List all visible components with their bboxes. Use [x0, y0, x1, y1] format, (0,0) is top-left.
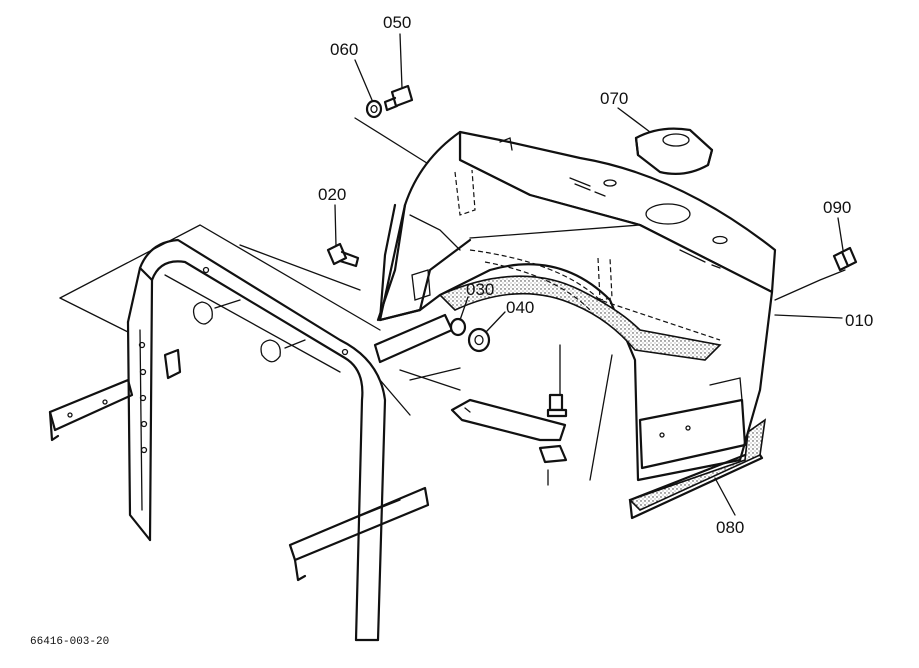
fender-cover [376, 130, 777, 482]
callout-080: 080 [716, 518, 744, 537]
part-090-plug [832, 246, 858, 272]
callout-030: 030 [466, 280, 494, 299]
callout-090: 090 [823, 198, 851, 217]
part-080-strip [628, 418, 767, 520]
callout-040: 040 [506, 298, 534, 317]
part-050-bolt [383, 84, 414, 112]
callout-070: 070 [600, 89, 628, 108]
projection-lines [59, 117, 461, 416]
callout-050: 050 [383, 13, 411, 32]
callout-labels: 050 060 070 020 090 030 040 010 080 6641… [30, 13, 873, 648]
part-040-grommet [467, 327, 491, 353]
drawing-code: 66416-003-20 [30, 636, 109, 648]
callout-010: 010 [845, 311, 873, 330]
foam-seal-strip [438, 169, 722, 361]
leader-lines [334, 33, 846, 516]
part-030-collar [449, 317, 467, 337]
part-070-pad [634, 127, 714, 175]
stay-bracket [450, 344, 613, 486]
rops-frame [48, 238, 454, 642]
part-060-washer [365, 99, 383, 119]
part-020-bolt [326, 242, 360, 268]
callout-020: 020 [318, 185, 346, 204]
callout-060: 060 [330, 40, 358, 59]
